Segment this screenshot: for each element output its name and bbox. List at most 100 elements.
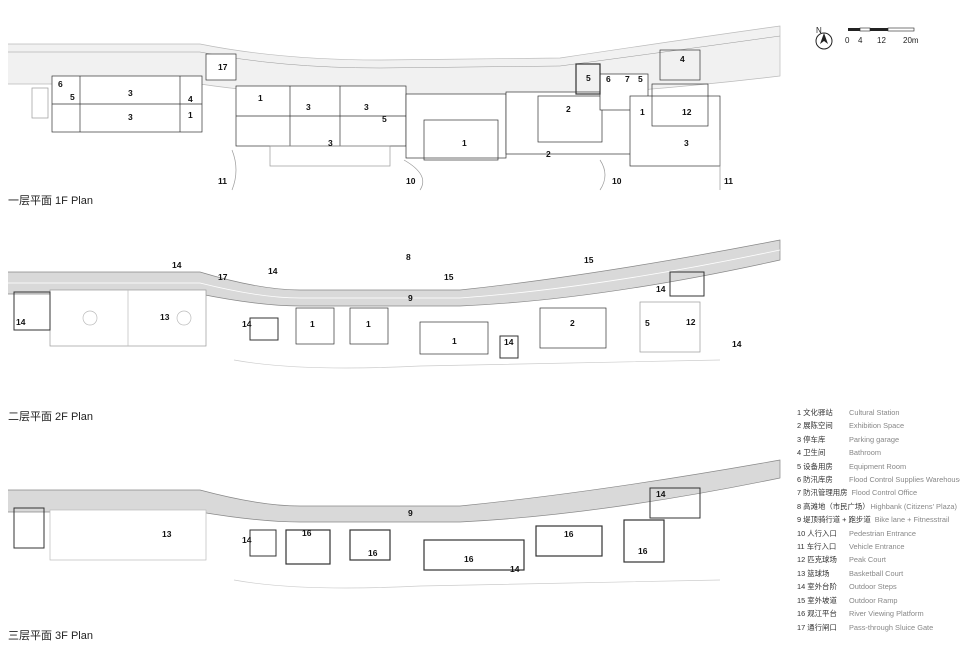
legend-item: 15 室外坡道 Outdoor Ramp bbox=[797, 594, 957, 607]
room-label: 2 bbox=[570, 318, 575, 328]
room-label: 12 bbox=[682, 107, 692, 117]
room-label: 9 bbox=[408, 293, 413, 303]
room-label: 17 bbox=[218, 62, 228, 72]
legend-item-zh: 16 观江平台 bbox=[797, 609, 837, 619]
room-label: 14 bbox=[510, 564, 520, 574]
room-label: 5 bbox=[645, 318, 650, 328]
legend-item-en: Bike lane + Fitnesstrail bbox=[874, 515, 950, 525]
legend-item: 12 匹克球场 Peak Court bbox=[797, 553, 957, 566]
plan-title-2f: 二层平面 2F Plan bbox=[8, 411, 93, 423]
legend-item-en: Bathroom bbox=[849, 448, 882, 458]
plan-2f bbox=[8, 239, 781, 369]
room-label: 12 bbox=[686, 317, 696, 327]
room-label: 10 bbox=[406, 176, 416, 186]
legend-item-zh: 13 篮球场 bbox=[797, 568, 830, 578]
room-label: 1 bbox=[640, 107, 645, 117]
room-label: 3 bbox=[684, 138, 689, 148]
legend-item-zh: 12 匹克球场 bbox=[797, 555, 837, 565]
room-label: 14 bbox=[242, 535, 252, 545]
room-label: 2 bbox=[546, 149, 551, 159]
legend-item-en: Outdoor Ramp bbox=[849, 595, 898, 605]
legend-item-en: Pedestrian Entrance bbox=[849, 528, 916, 538]
legend-item-en: Flood Control Office bbox=[851, 488, 918, 498]
room-label: 15 bbox=[584, 255, 594, 265]
legend-item-zh: 3 停车库 bbox=[797, 434, 826, 444]
scale-tick: 0 bbox=[845, 36, 850, 45]
legend-item: 4 卫生间 Bathroom bbox=[797, 446, 957, 459]
room-label: 7 bbox=[625, 74, 630, 84]
room-labels-3f: 9 13 14 16 16 16 14 16 16 14 bbox=[162, 489, 666, 574]
legend-item: 8 高滩地（市民广场）Highbank (Citizens' Plaza) bbox=[797, 500, 957, 513]
legend-item-en: Parking garage bbox=[849, 434, 900, 444]
room-labels-2f: 14 17 14 8 15 15 9 14 13 14 1 1 1 14 2 5… bbox=[16, 252, 742, 349]
room-label: 4 bbox=[188, 94, 193, 104]
room-label: 2 bbox=[566, 104, 571, 114]
room-label: 6 bbox=[58, 79, 63, 89]
room-label: 3 bbox=[364, 102, 369, 112]
legend-item-zh: 7 防汛管理用房 bbox=[797, 488, 848, 498]
plan-title-1f: 一层平面 1F Plan bbox=[8, 195, 93, 207]
legend-item-en: Exhibition Space bbox=[849, 421, 905, 431]
scale-tick: 20m bbox=[903, 36, 919, 45]
room-label: 4 bbox=[680, 54, 685, 64]
legend-item: 14 室外台阶 Outdoor Steps bbox=[797, 580, 957, 593]
room-label: 14 bbox=[732, 339, 742, 349]
legend-item-en: Cultural Station bbox=[849, 408, 900, 417]
legend-item-zh: 4 卫生间 bbox=[797, 448, 826, 458]
room-label: 6 bbox=[606, 74, 611, 84]
scale-bar: 0 4 12 20m bbox=[845, 27, 919, 45]
room-label: 5 bbox=[70, 92, 75, 102]
room-label: 16 bbox=[638, 546, 648, 556]
legend-item-zh: 10 人行入口 bbox=[797, 528, 837, 538]
room-label: 15 bbox=[444, 272, 454, 282]
legend-item: 13 篮球场 Basketball Court bbox=[797, 567, 957, 580]
legend-item-en: Vehicle Entrance bbox=[849, 542, 905, 552]
room-label: 1 bbox=[310, 319, 315, 329]
room-label: 10 bbox=[612, 176, 622, 186]
legend-item-en: Equipment Room bbox=[849, 461, 907, 471]
legend-item-en: River Viewing Platform bbox=[849, 609, 924, 619]
legend-item-zh: 11 车行入口 bbox=[797, 542, 837, 552]
room-label: 1 bbox=[188, 110, 193, 120]
legend-item-zh: 8 高滩地（市民广场） bbox=[797, 501, 870, 511]
plan-3f bbox=[8, 459, 781, 589]
plan-1f bbox=[8, 25, 781, 191]
room-label: 9 bbox=[408, 508, 413, 518]
legend-item-zh: 15 室外坡道 bbox=[797, 595, 837, 605]
north-arrow-icon: N bbox=[815, 26, 833, 50]
north-label: N bbox=[816, 26, 822, 35]
legend-item: 3 停车库 Parking garage bbox=[797, 433, 957, 446]
legend-item-en: Highbank (Citizens' Plaza) bbox=[870, 501, 957, 511]
room-label: 3 bbox=[306, 102, 311, 112]
scale-tick: 12 bbox=[877, 36, 886, 45]
room-label: 1 bbox=[452, 336, 457, 346]
room-label: 3 bbox=[128, 112, 133, 122]
legend-item-en: Peak Court bbox=[849, 555, 886, 565]
room-label: 14 bbox=[172, 260, 182, 270]
scale-tick: 4 bbox=[858, 36, 863, 45]
room-label: 14 bbox=[16, 317, 26, 327]
plan-title-3f: 三层平面 3F Plan bbox=[8, 630, 93, 642]
room-label: 3 bbox=[328, 138, 333, 148]
room-label: 14 bbox=[268, 266, 278, 276]
legend-item-en: Basketball Court bbox=[849, 568, 904, 578]
room-label: 8 bbox=[406, 252, 411, 262]
room-label: 14 bbox=[656, 489, 666, 499]
room-label: 11 bbox=[724, 176, 733, 186]
legend-item: 16 观江平台 River Viewing Platform bbox=[797, 607, 957, 620]
room-label: 17 bbox=[218, 272, 228, 282]
legend-item-zh: 14 室外台阶 bbox=[797, 582, 837, 592]
legend-item-en: Flood Control Supplies Warehouse bbox=[849, 475, 960, 485]
legend-item-zh: 17 通行闸口 bbox=[797, 622, 837, 632]
room-label: 1 bbox=[258, 93, 263, 103]
room-label: 5 bbox=[382, 114, 387, 124]
legend-item-en: Outdoor Steps bbox=[849, 582, 897, 592]
